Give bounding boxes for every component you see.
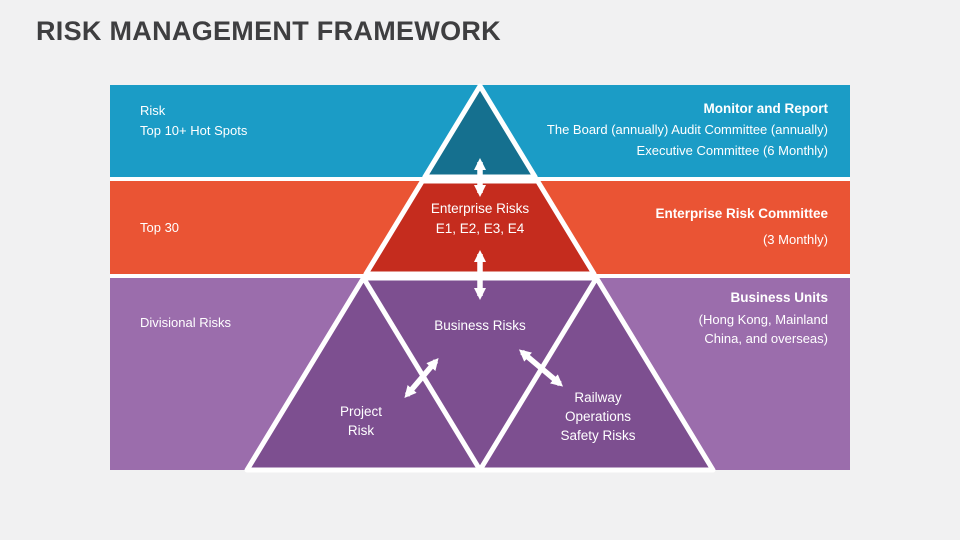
band2-left-line1: Top 30: [140, 220, 180, 235]
band1-right-block: Monitor and Report The Board (annually) …: [488, 98, 828, 161]
enterprise-risks-label: Enterprise Risks E1, E2, E3, E4: [431, 199, 529, 239]
band1-left-line2: Top 10+ Hot Spots: [140, 123, 248, 138]
project-risk-label: Project Risk: [340, 402, 382, 440]
band2-left-label: Top 30: [140, 218, 179, 238]
arrow-business-to-project: [404, 357, 439, 399]
pyramid-bottom-section: [244, 275, 716, 473]
band3-right-title: Business Units: [730, 290, 828, 305]
band2-right-title: Enterprise Risk Committee: [655, 206, 828, 221]
band1-left-label: Risk Top 10+ Hot Spots: [140, 101, 247, 141]
railway-risks-line1: Railway: [574, 390, 622, 405]
railway-risks-label: Railway Operations Safety Risks: [560, 388, 635, 445]
band3-left-line1: Divisional Risks: [140, 315, 232, 330]
band1-right-title: Monitor and Report: [703, 101, 829, 116]
band3-right-line2: China, and overseas): [704, 331, 828, 346]
page-title: RISK MANAGEMENT FRAMEWORK: [36, 16, 501, 46]
band1-right-line2: Executive Committee (6 Monthly): [636, 143, 828, 158]
band3-right-line1: (Hong Kong, Mainland: [698, 312, 828, 327]
enterprise-risks-line1: Enterprise Risks: [430, 201, 530, 216]
business-risks-label: Business Risks: [434, 316, 526, 336]
project-risk-line1: Project: [339, 404, 383, 419]
enterprise-risks-line2: E1, E2, E3, E4: [435, 221, 525, 236]
business-risks-line1: Business Risks: [434, 318, 526, 333]
railway-risks-line3: Safety Risks: [560, 428, 636, 443]
pyramid-middle-section: [363, 178, 597, 277]
band2-right-line1: (3 Monthly): [762, 232, 828, 247]
arrow-business-to-railway: [518, 349, 564, 387]
railway-risks-line2: Operations: [564, 409, 632, 424]
band1-right-line1: The Board (annually) Audit Committee (an…: [546, 122, 828, 137]
band2-right-block: Enterprise Risk Committee (3 Monthly): [488, 203, 828, 250]
band3-right-block: Business Units (Hong Kong, Mainland Chin…: [488, 288, 828, 348]
band3-left-label: Divisional Risks: [140, 313, 231, 333]
project-risk-line2: Risk: [347, 423, 375, 438]
band1-left-line1: Risk: [140, 103, 166, 118]
